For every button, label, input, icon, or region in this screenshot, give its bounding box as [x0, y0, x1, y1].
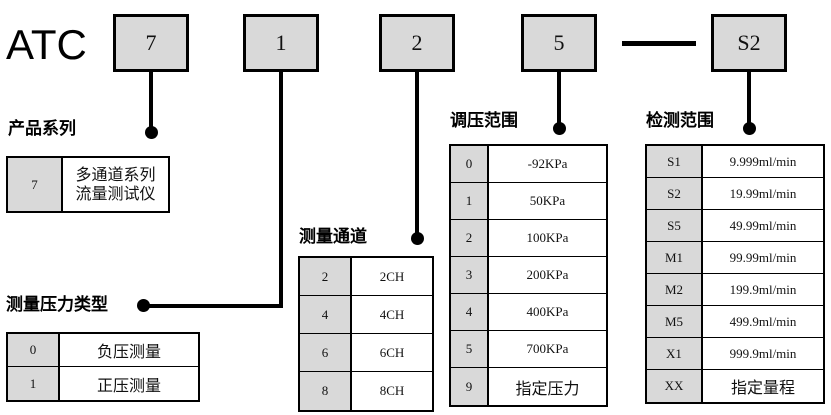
table-row[interactable]: 0 负压测量: [8, 334, 198, 367]
table-row[interactable]: XX 指定量程: [647, 370, 823, 402]
option-value: 400KPa: [489, 294, 606, 330]
option-code: 2: [300, 258, 352, 295]
table-row[interactable]: 7 多通道系列 流量测试仪: [8, 158, 168, 211]
table-row[interactable]: 3 200KPa: [451, 257, 606, 294]
option-value: -92KPa: [489, 146, 606, 182]
table-row[interactable]: 9 指定压力: [451, 368, 606, 405]
option-value: 499.9ml/min: [703, 306, 823, 337]
table-row[interactable]: 2 100KPa: [451, 220, 606, 257]
section-label-detection-range: 检测范围: [646, 111, 714, 130]
option-value: 999.9ml/min: [703, 338, 823, 369]
option-value-line1: 多通道系列: [75, 166, 156, 184]
code-box-product-series[interactable]: 7: [113, 14, 189, 72]
option-value: 19.99ml/min: [703, 178, 823, 209]
table-row[interactable]: 8 8CH: [300, 372, 432, 410]
section-label-pressure-range: 调压范围: [450, 111, 518, 130]
connector-line-measure-channel: [415, 72, 419, 238]
connector-line-product-series: [149, 72, 153, 132]
option-value: 49.99ml/min: [703, 210, 823, 241]
option-value: 6CH: [352, 334, 432, 371]
table-measure-channel: 2 2CH 4 4CH 6 6CH 8 8CH: [298, 256, 434, 412]
table-row[interactable]: 1 正压测量: [8, 367, 198, 400]
option-code: 8: [300, 372, 352, 410]
option-value-line2: 流量测试仪: [75, 185, 156, 203]
option-value: 多通道系列 流量测试仪: [63, 158, 168, 211]
option-code: 0: [451, 146, 489, 182]
option-value: 指定量程: [703, 370, 823, 402]
table-row[interactable]: 0 -92KPa: [451, 146, 606, 183]
option-code: 1: [8, 367, 60, 400]
option-code: X1: [647, 338, 703, 369]
option-code: 2: [451, 220, 489, 256]
option-code: XX: [647, 370, 703, 402]
option-code: M5: [647, 306, 703, 337]
option-code: 7: [8, 158, 63, 211]
table-row[interactable]: 1 50KPa: [451, 183, 606, 220]
section-label-product-series: 产品系列: [8, 119, 76, 138]
connector-line-pressure-type-horizontal: [141, 304, 283, 308]
code-box-measure-channel[interactable]: 2: [379, 14, 455, 72]
option-value: 50KPa: [489, 183, 606, 219]
option-value: 9.999ml/min: [703, 146, 823, 177]
option-code: 4: [300, 296, 352, 333]
option-code: M2: [647, 274, 703, 305]
table-row[interactable]: S2 19.99ml/min: [647, 178, 823, 210]
option-code: 4: [451, 294, 489, 330]
option-value: 负压测量: [60, 334, 198, 366]
code-separator-dash: [622, 41, 696, 46]
option-code: S1: [647, 146, 703, 177]
table-row[interactable]: S1 9.999ml/min: [647, 146, 823, 178]
table-row[interactable]: M2 199.9ml/min: [647, 274, 823, 306]
connector-dot-pressure-range: [553, 122, 566, 135]
table-row[interactable]: 5 700KPa: [451, 331, 606, 368]
option-value: 8CH: [352, 372, 432, 410]
table-detection-range: S1 9.999ml/min S2 19.99ml/min S5 49.99ml…: [645, 144, 825, 404]
code-box-pressure-range[interactable]: 5: [521, 14, 597, 72]
option-code: M1: [647, 242, 703, 273]
code-box-detection-range[interactable]: S2: [711, 14, 787, 72]
option-code: 6: [300, 334, 352, 371]
option-value: 100KPa: [489, 220, 606, 256]
table-row[interactable]: 2 2CH: [300, 258, 432, 296]
option-value: 指定压力: [489, 368, 606, 405]
table-row[interactable]: 4 400KPa: [451, 294, 606, 331]
connector-dot-product-series: [145, 126, 158, 139]
table-pressure-type: 0 负压测量 1 正压测量: [6, 332, 200, 402]
table-product-series: 7 多通道系列 流量测试仪: [6, 156, 170, 213]
option-value: 2CH: [352, 258, 432, 295]
option-value: 199.9ml/min: [703, 274, 823, 305]
table-row[interactable]: M1 99.99ml/min: [647, 242, 823, 274]
brand-text: ATC: [6, 21, 87, 68]
connector-dot-measure-channel: [411, 232, 424, 245]
table-row[interactable]: X1 999.9ml/min: [647, 338, 823, 370]
option-code: 3: [451, 257, 489, 293]
code-box-pressure-type[interactable]: 1: [243, 14, 319, 72]
option-code: 1: [451, 183, 489, 219]
section-label-pressure-type: 测量压力类型: [6, 295, 108, 314]
option-code: 5: [451, 331, 489, 367]
connector-line-detection-range: [747, 72, 751, 128]
table-row[interactable]: M5 499.9ml/min: [647, 306, 823, 338]
option-code: S5: [647, 210, 703, 241]
section-label-measure-channel: 测量通道: [299, 227, 367, 246]
connector-dot-pressure-type: [137, 299, 150, 312]
table-row[interactable]: 6 6CH: [300, 334, 432, 372]
option-code: 9: [451, 368, 489, 405]
option-value: 4CH: [352, 296, 432, 333]
connector-line-pressure-range: [557, 72, 561, 128]
option-value: 99.99ml/min: [703, 242, 823, 273]
connector-line-pressure-type-vertical: [279, 72, 283, 308]
option-value: 200KPa: [489, 257, 606, 293]
option-value: 700KPa: [489, 331, 606, 367]
table-row[interactable]: 4 4CH: [300, 296, 432, 334]
option-code: S2: [647, 178, 703, 209]
table-pressure-range: 0 -92KPa 1 50KPa 2 100KPa 3 200KPa 4 400…: [449, 144, 608, 407]
option-code: 0: [8, 334, 60, 366]
connector-dot-detection-range: [743, 122, 756, 135]
table-row[interactable]: S5 49.99ml/min: [647, 210, 823, 242]
option-value: 正压测量: [60, 367, 198, 400]
